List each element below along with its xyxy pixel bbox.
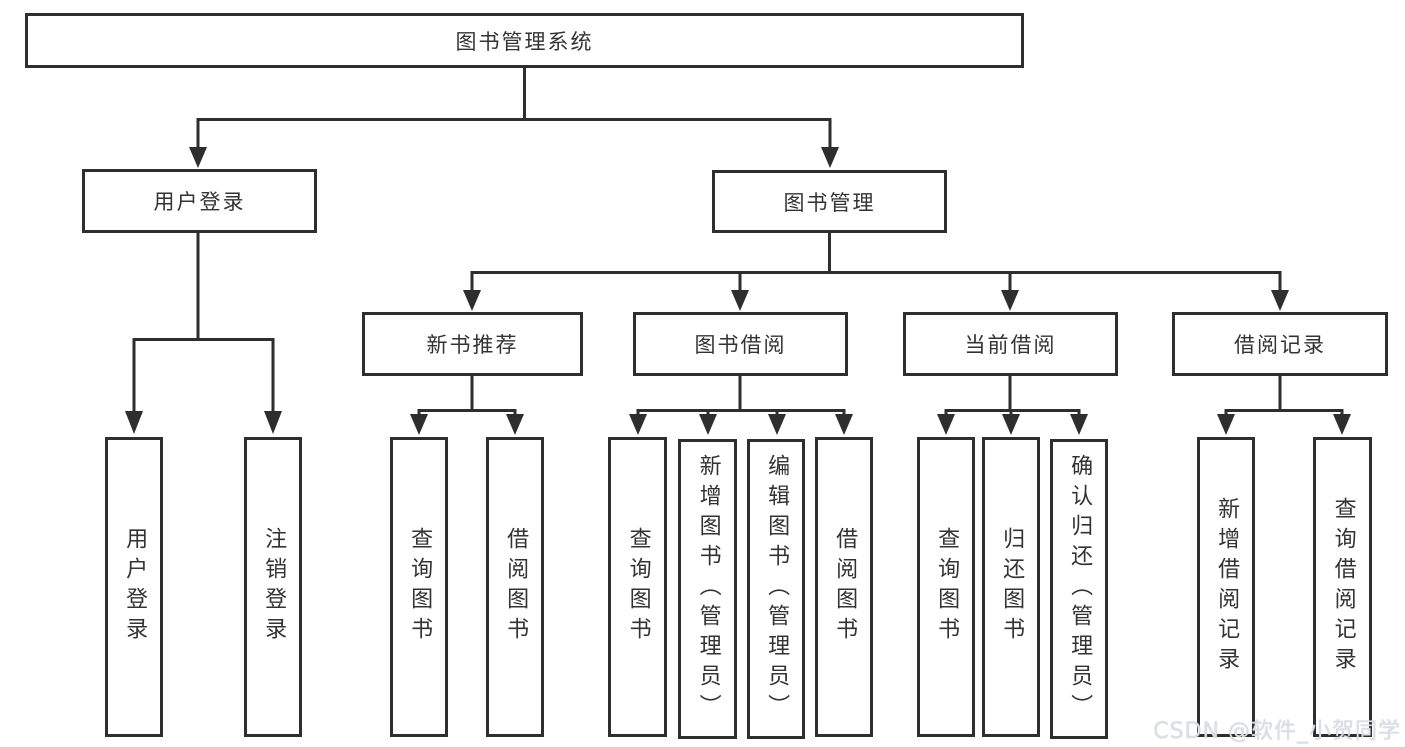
node-label: 新书推荐	[426, 333, 519, 357]
arrowhead-book-mgmt	[821, 147, 839, 168]
leaf-label: 确认归还（管理员）	[1067, 454, 1093, 724]
arrowhead-cb3	[1070, 414, 1088, 435]
leaf-nb-query-books: 查询图书	[390, 437, 448, 737]
arrowhead-borrow-record	[1271, 290, 1289, 311]
node-book-management: 图书管理	[712, 170, 947, 233]
arrowhead-cb1	[937, 414, 955, 435]
leaf-label: 借阅图书	[832, 527, 858, 647]
arrowhead-bb2	[699, 414, 717, 435]
leaf-label: 查询借阅记录	[1330, 497, 1356, 677]
arrowhead-br2	[1333, 414, 1351, 435]
arrowhead-cb2	[1002, 414, 1020, 435]
leaf-user-login: 用户登录	[105, 437, 163, 737]
arrowhead-bb1	[629, 414, 647, 435]
leaf-cb-return-books: 归还图书	[982, 437, 1040, 737]
node-label: 图书管理系统	[455, 29, 594, 54]
leaf-label: 注销登录	[261, 527, 287, 647]
node-book-borrow: 图书借阅	[633, 312, 848, 376]
arrowhead-user-login	[189, 147, 207, 168]
leaf-label: 借阅图书	[503, 527, 529, 647]
leaf-label: 新增借阅记录	[1214, 497, 1240, 677]
node-user-login: 用户登录	[82, 169, 317, 233]
leaf-label: 归还图书	[999, 527, 1025, 647]
node-label: 图书借阅	[694, 333, 787, 357]
leaf-nb-borrow-books: 借阅图书	[486, 437, 544, 737]
leaf-label: 查询图书	[407, 527, 433, 647]
arrowhead-current-borrow	[1001, 290, 1019, 311]
arrowhead-leaf-logout	[264, 411, 282, 434]
arrowhead-bb3	[768, 414, 786, 435]
leaf-label: 新增图书（管理员）	[695, 454, 721, 724]
arrowhead-nb2	[506, 414, 524, 435]
arrowhead-book-borrow	[731, 290, 749, 311]
node-current-borrow: 当前借阅	[903, 312, 1118, 376]
arrowhead-leaf-login	[125, 411, 143, 434]
leaf-bb-edit-books-admin: 编辑图书（管理员）	[747, 439, 805, 739]
node-root: 图书管理系统	[25, 13, 1024, 68]
node-new-book-recommend: 新书推荐	[362, 312, 583, 376]
node-label: 用户登录	[153, 190, 246, 214]
leaf-logout: 注销登录	[244, 437, 302, 737]
node-borrow-record: 借阅记录	[1172, 312, 1388, 376]
leaf-bb-add-books-admin: 新增图书（管理员）	[678, 439, 737, 739]
arrowhead-new-book	[463, 290, 481, 311]
arrowhead-br1	[1217, 414, 1235, 435]
leaf-label: 查询图书	[934, 527, 960, 647]
leaf-label: 查询图书	[625, 527, 651, 647]
leaf-bb-query-books: 查询图书	[608, 437, 667, 737]
leaf-label: 编辑图书（管理员）	[764, 454, 790, 724]
leaf-br-add-record: 新增借阅记录	[1197, 437, 1255, 737]
leaf-br-query-record: 查询借阅记录	[1313, 437, 1372, 737]
leaf-cb-query-books: 查询图书	[917, 437, 975, 737]
node-label: 当前借阅	[964, 333, 1057, 357]
leaf-cb-confirm-return-admin: 确认归还（管理员）	[1050, 439, 1108, 739]
leaf-label: 用户登录	[122, 527, 148, 647]
node-label: 图书管理	[783, 190, 876, 215]
leaf-bb-borrow-books: 借阅图书	[815, 437, 873, 737]
node-label: 借阅记录	[1234, 333, 1326, 357]
arrowhead-bb4	[835, 414, 853, 435]
arrowhead-nb1	[410, 414, 428, 435]
